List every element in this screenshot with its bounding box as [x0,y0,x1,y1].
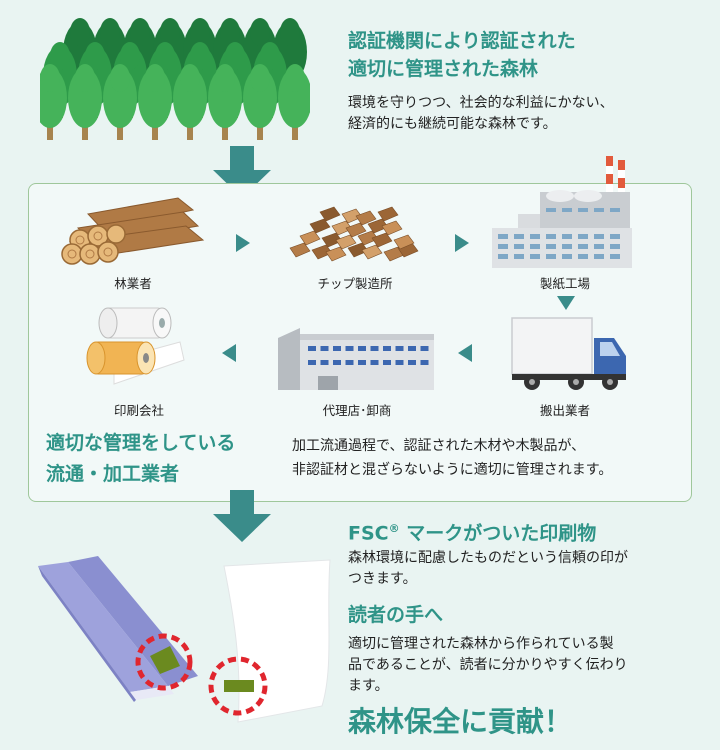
forest-description: 環境を守りつつ、社会的な利益にかない、 経済的にも継続可能な森林です。 [348,93,614,135]
down-arrow-icon [213,490,271,542]
conclusion-text: 森林保全に貢献！ [348,705,573,738]
right-arrow-icon [236,234,250,252]
logs-icon [61,197,205,265]
product-description: 森林環境に配慮したものだという信頼の印が つきます。 [348,548,628,590]
forest-desc-line2: 経済的にも継続可能な森林です。 [348,116,557,132]
chain-description: 加工流通過程で、認証された木材や木製品が、 非認証材と混ざらないように適切に管理… [292,434,612,482]
printed-matter-icon [38,556,331,723]
reader-title: 読者の手へ [348,604,444,626]
step-label-forester: 林業者 [114,276,152,291]
chain-desc-line2: 非認証材と混ざらないように適切に管理されます。 [292,462,613,478]
forest-desc-line1: 環境を守りつつ、社会的な利益にかない、 [348,95,614,111]
chain-title-line2: 流通・加工業者 [46,463,180,485]
forest-title: 認証機関により認証された 適切に管理された森林 [348,27,576,83]
paper-mill-icon [492,156,632,268]
chain-title: 適切な管理をしている 流通・加工業者 [46,428,235,490]
wood-chips-icon [289,206,419,262]
registered-mark: ® [388,522,400,535]
reader-description: 適切に管理された森林から作られている製 品であることが、読者に分かりやすく伝わり… [348,634,628,697]
forest-icon [40,18,310,140]
step-label-paper-mill: 製紙工場 [539,276,590,291]
forest-title-line2: 適切に管理された森林 [348,58,539,80]
down-arrow-icon [213,146,271,198]
product-title: FSC® マークがついた印刷物 [348,516,596,546]
step-label-transporter: 搬出業者 [539,403,590,418]
chain-title-line1: 適切な管理をしている [46,432,236,454]
reader-desc-line1: 適切に管理された森林から作られている製 [348,636,614,652]
truck-icon [511,317,626,390]
right-arrow-icon [455,234,469,252]
step-label-printer: 印刷会社 [113,403,164,418]
product-desc-line1: 森林環境に配慮したものだという信頼の印が [348,550,628,566]
forest-title-line1: 認証機関により認証された [348,30,576,52]
left-arrow-icon [458,344,472,362]
fsc-text: FSC [348,522,389,545]
product-desc-line2: つきます。 [348,571,417,587]
paper-rolls-icon [86,307,185,385]
warehouse-icon [278,328,434,390]
down-arrow-icon [557,296,575,310]
reader-desc-line2: 品であることが、読者に分かりやすく伝わり [348,657,628,673]
step-label-chip-factory: チップ製造所 [317,276,393,291]
left-arrow-icon [222,344,236,362]
chain-desc-line1: 加工流通過程で、認証された木材や木製品が、 [292,438,586,454]
step-label-wholesaler: 代理店･卸商 [322,403,392,418]
product-title-rest: マークがついた印刷物 [399,522,597,545]
reader-desc-line3: ます。 [348,678,389,694]
